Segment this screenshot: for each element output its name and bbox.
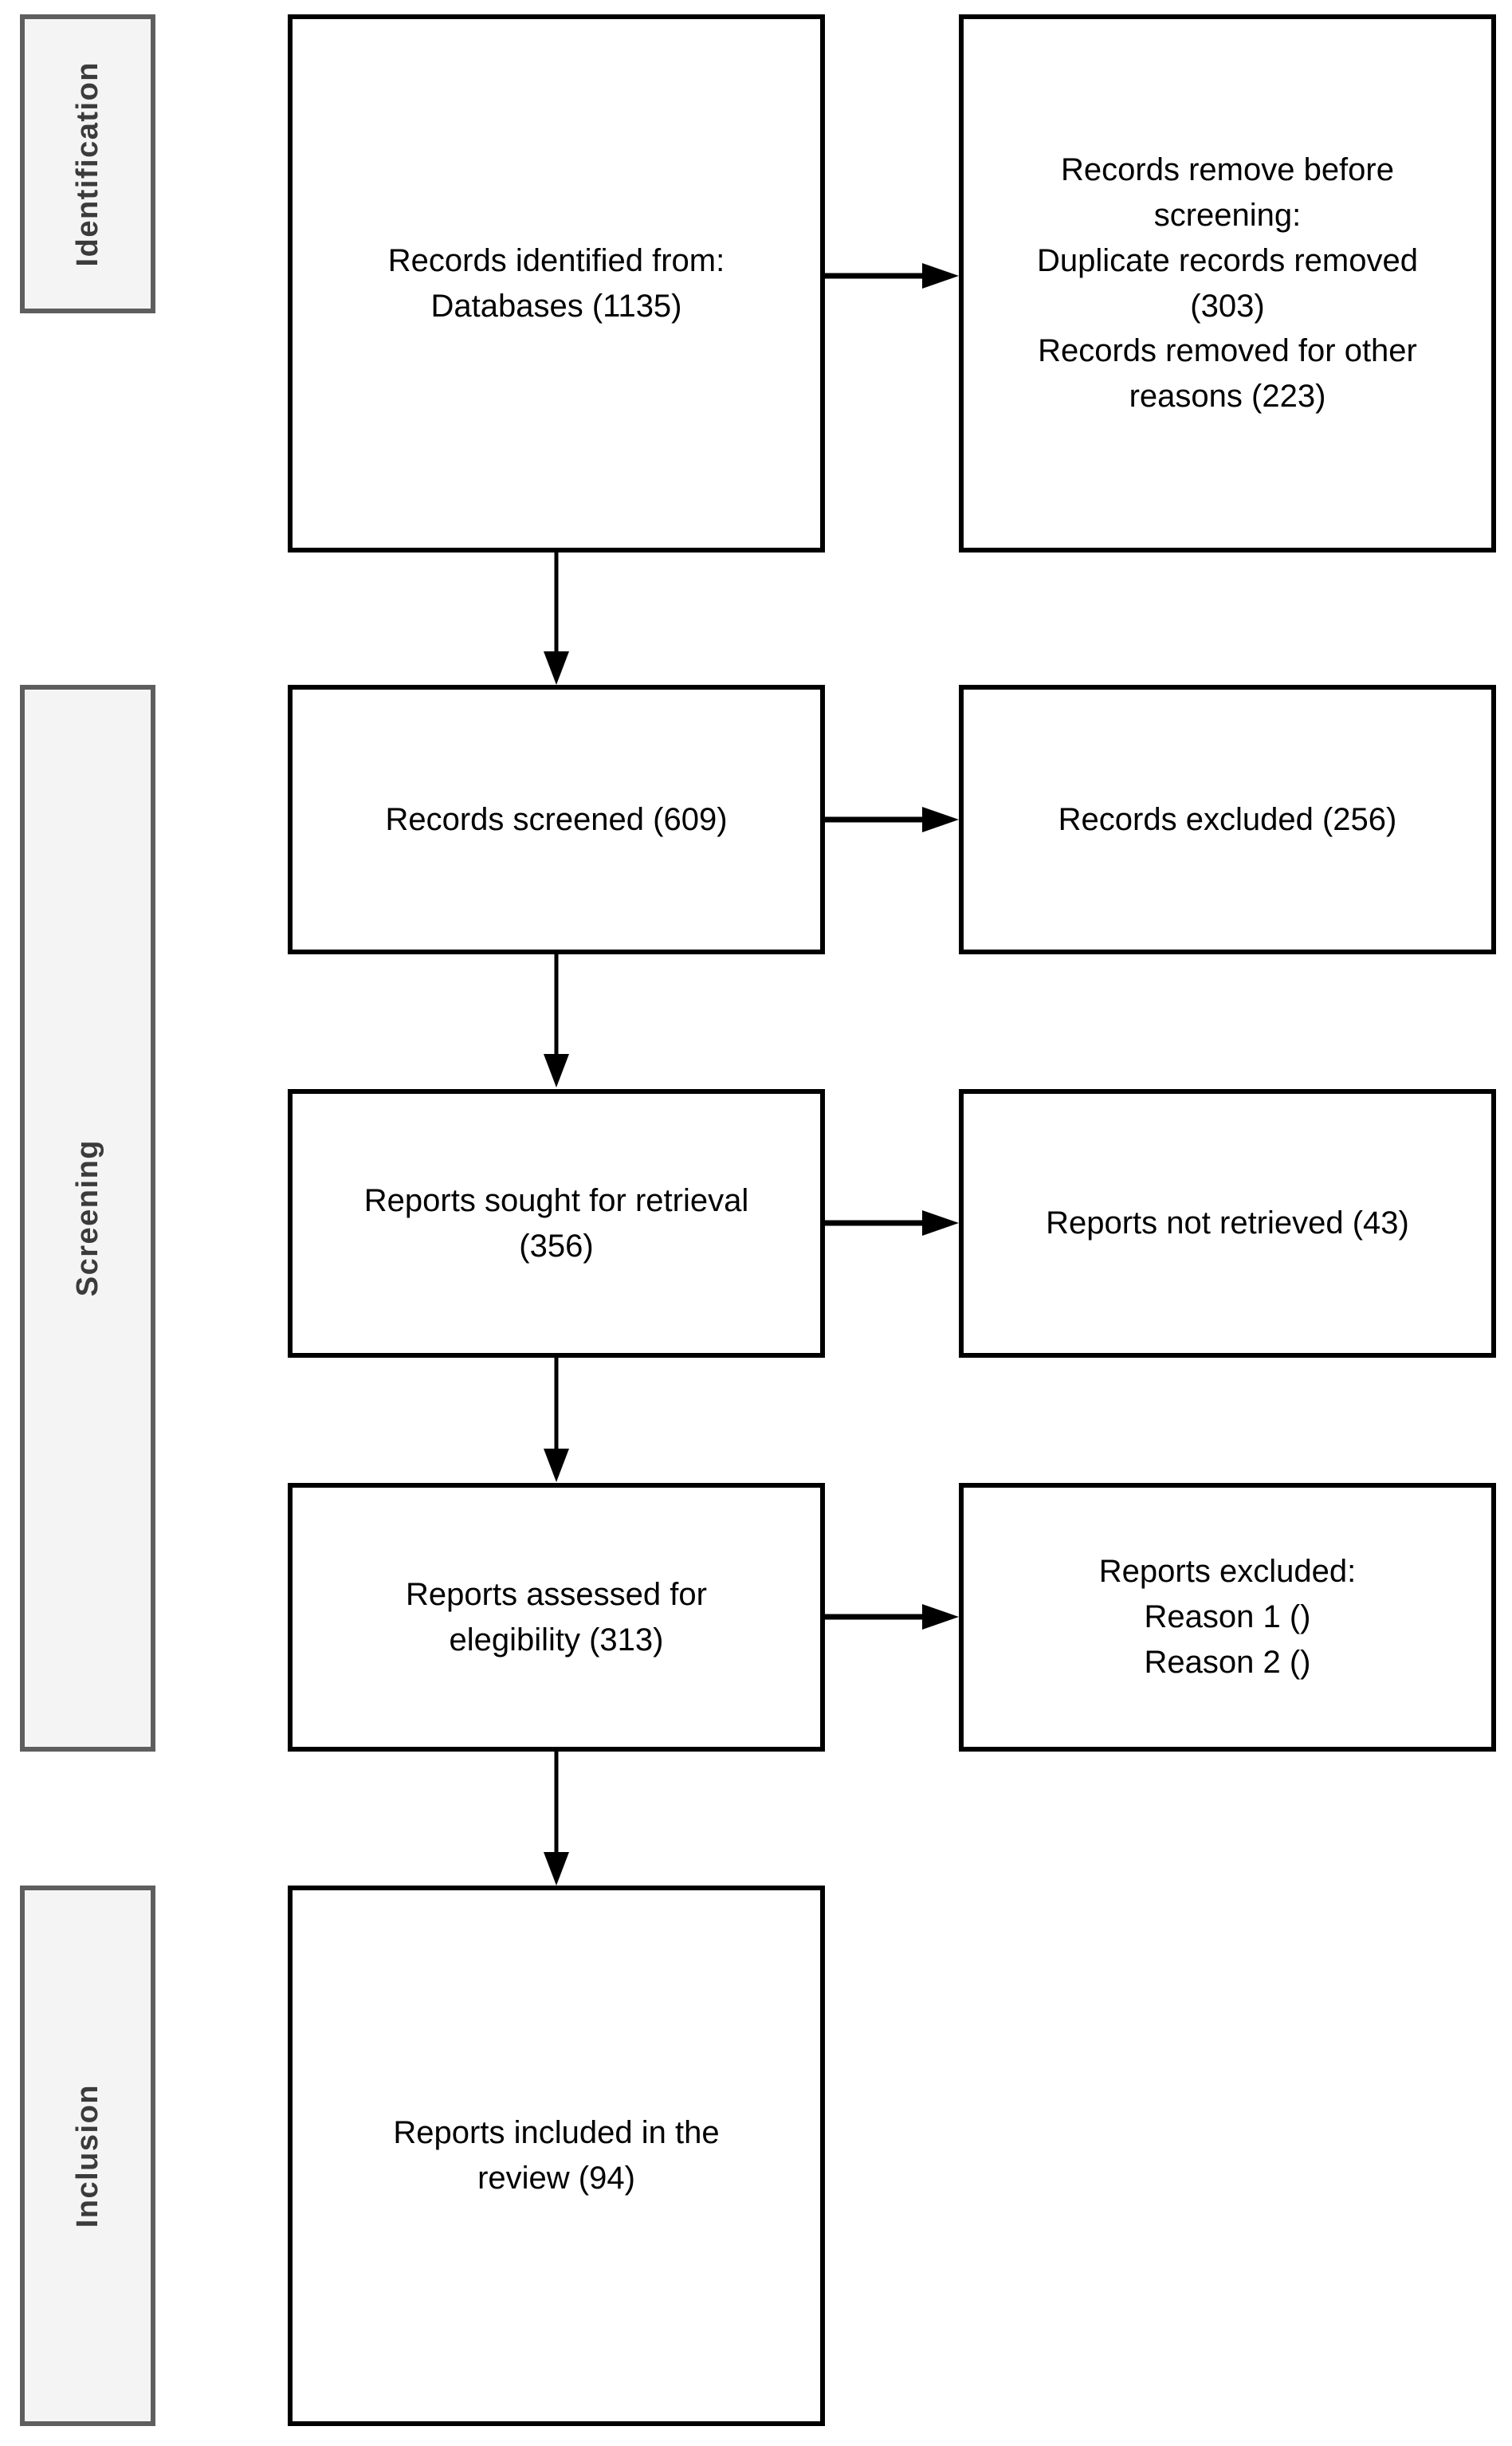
node-reports-sought-for-retrieval-text: Reports sought for retrieval (356) — [363, 1182, 749, 1264]
node-records-removed-before-screening-text: Records remove before screening: Duplica… — [1037, 152, 1418, 415]
node-reports-sought-for-retrieval[interactable]: Reports sought for retrieval (356) — [288, 1089, 825, 1358]
node-reports-included-in-review[interactable]: Reports included in the review (94) — [288, 1886, 825, 2426]
connector-screened-to-sought — [544, 954, 569, 1087]
connector-assessed-to-reports-excluded — [825, 1604, 959, 1630]
connector-sought-to-assessed — [544, 1358, 569, 1482]
connector-identified-to-screened — [544, 553, 569, 685]
node-records-identified[interactable]: Records identified from: Databases (1135… — [288, 14, 825, 553]
node-reports-assessed-for-eligibility[interactable]: Reports assessed for elegibility (313) — [288, 1483, 825, 1752]
node-reports-not-retrieved-text: Reports not retrieved (43) — [1046, 1205, 1409, 1241]
node-records-excluded[interactable]: Records excluded (256) — [959, 685, 1496, 954]
node-records-excluded-text: Records excluded (256) — [1058, 801, 1397, 837]
connector-sought-to-not-retrieved — [825, 1210, 959, 1236]
node-records-screened[interactable]: Records screened (609) — [288, 685, 825, 954]
stage-box-screening: Screening — [20, 685, 155, 1752]
connector-identified-to-removed — [825, 263, 959, 289]
node-records-screened-text: Records screened (609) — [385, 801, 728, 837]
stage-label-screening: Screening — [71, 1139, 104, 1297]
node-records-identified-text: Records identified from: Databases (1135… — [387, 242, 725, 324]
stage-label-identification: Identification — [71, 61, 104, 267]
stage-label-inclusion: Inclusion — [71, 2083, 104, 2228]
node-records-removed-before-screening[interactable]: Records remove before screening: Duplica… — [959, 14, 1496, 553]
connector-screened-to-excluded — [825, 807, 959, 832]
connector-assessed-to-included — [544, 1752, 569, 1886]
node-reports-assessed-for-eligibility-text: Reports assessed for elegibility (313) — [406, 1576, 707, 1658]
stage-box-identification: Identification — [20, 14, 155, 313]
node-reports-not-retrieved[interactable]: Reports not retrieved (43) — [959, 1089, 1496, 1358]
node-reports-excluded-text: Reports excluded: Reason 1 () Reason 2 (… — [1098, 1554, 1357, 1680]
node-reports-excluded[interactable]: Reports excluded: Reason 1 () Reason 2 (… — [959, 1483, 1496, 1752]
stage-box-inclusion: Inclusion — [20, 1886, 155, 2426]
node-reports-included-in-review-text: Reports included in the review (94) — [393, 2115, 720, 2196]
